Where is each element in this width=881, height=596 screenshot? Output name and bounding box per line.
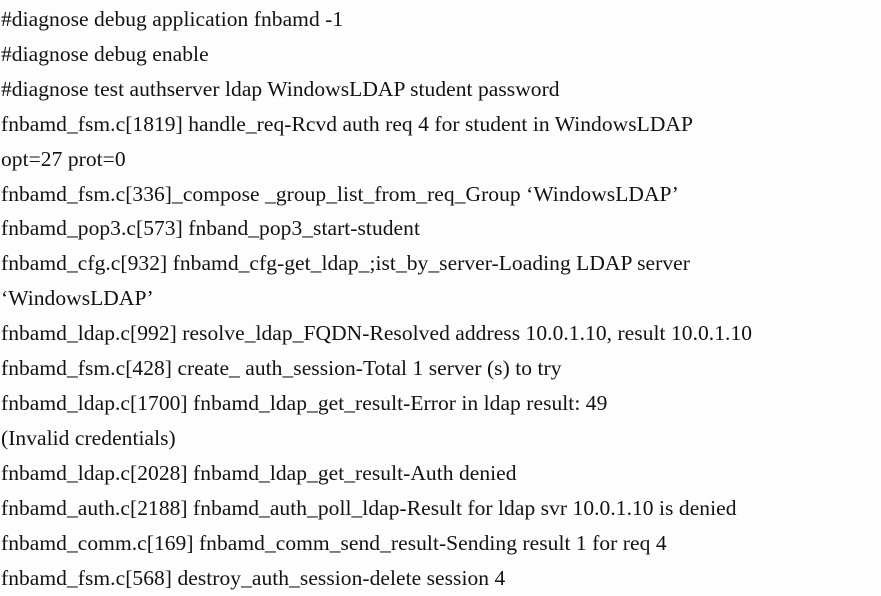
log-line: fnbamd_fsm.c[336]_compose _group_list_fr… bbox=[1, 181, 679, 206]
log-line: fnbamd_fsm.c[1819] handle_req-Rcvd auth … bbox=[1, 111, 693, 136]
log-line: fnbamd_cfg.c[932] fnbamd_cfg-get_ldap_;i… bbox=[1, 251, 690, 276]
log-line: opt=27 prot=0 bbox=[1, 146, 126, 171]
log-line: #diagnose test authserver ldap WindowsLD… bbox=[1, 76, 560, 101]
log-line: ‘WindowsLDAP’ bbox=[1, 286, 154, 311]
log-line: #diagnose debug enable bbox=[1, 41, 209, 66]
log-line: fnbamd_comm.c[169] fnbamd_comm_send_resu… bbox=[1, 530, 667, 555]
log-line: (Invalid credentials) bbox=[1, 425, 176, 450]
log-line: fnbamd_fsm.c[428] create_ auth_session-T… bbox=[1, 356, 562, 381]
log-line: fnbamd_pop3.c[573] fnband_pop3_start-stu… bbox=[1, 216, 420, 241]
log-line: fnbamd_fsm.c[568] destroy_auth_session-d… bbox=[1, 565, 506, 590]
log-line: fnbamd_ldap.c[1700] fnbamd_ldap_get_resu… bbox=[1, 390, 608, 415]
log-line: fnbamd_auth.c[2188] fnbamd_auth_poll_lda… bbox=[1, 495, 737, 520]
log-line: #diagnose debug application fnbamd -1 bbox=[1, 7, 344, 31]
log-line: fnbamd_ldap.c[992] resolve_ldap_FQDN-Res… bbox=[1, 321, 753, 346]
log-line: fnbamd_ldap.c[2028] fnbamd_ldap_get_resu… bbox=[1, 460, 517, 485]
